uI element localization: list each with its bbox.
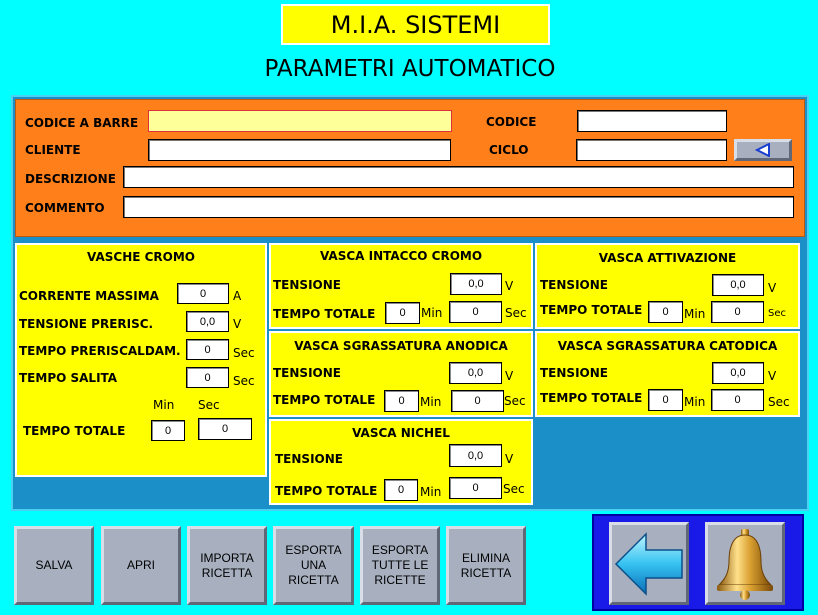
- activation-voltage-field[interactable]: 0,0: [712, 274, 764, 296]
- chrome-total-min-field[interactable]: 0: [151, 420, 185, 441]
- import-recipe-button[interactable]: IMPORTA RICETTA: [187, 526, 267, 605]
- etch-chrome-min-unit: Min: [421, 306, 443, 320]
- chrome-tanks-title: VASCHE CROMO: [86, 250, 196, 264]
- cathodic-total-label: TEMPO TOTALE: [540, 391, 643, 405]
- activation-title: VASCA ATTIVAZIONE: [598, 251, 737, 265]
- bell-icon: [717, 528, 773, 600]
- code-field[interactable]: [577, 110, 727, 132]
- nickel-voltage-label: TENSIONE: [275, 452, 343, 466]
- anodic-voltage-label: TENSIONE: [273, 366, 341, 380]
- etch-chrome-min-field[interactable]: 0: [385, 302, 420, 324]
- client-field[interactable]: [148, 139, 451, 161]
- max-current-field[interactable]: 0: [177, 283, 229, 304]
- rise-time-label: TEMPO SALITA: [19, 371, 118, 385]
- nickel-title: VASCA NICHEL: [352, 426, 450, 440]
- etch-chrome-voltage-label: TENSIONE: [273, 278, 341, 292]
- cathodic-min-field[interactable]: 0: [648, 389, 683, 411]
- total-sec-header: Sec: [198, 398, 220, 412]
- open-button[interactable]: APRI: [101, 526, 181, 605]
- cathodic-min-unit: Min: [684, 395, 706, 409]
- nickel-min-unit: Min: [420, 485, 442, 499]
- anodic-degrease-title: VASCA SGRASSATURA ANODICA: [294, 339, 508, 353]
- cathodic-sec-unit: Sec: [768, 395, 790, 409]
- nickel-sec-field[interactable]: 0: [449, 477, 502, 499]
- rise-time-unit: Sec: [233, 374, 255, 388]
- description-label: DESCRIZIONE: [25, 172, 116, 186]
- preheat-voltage-unit: V: [233, 317, 242, 331]
- nickel-total-label: TEMPO TOTALE: [275, 484, 378, 498]
- max-current-unit: A: [233, 289, 242, 303]
- cathodic-voltage-unit: V: [768, 369, 777, 383]
- cathodic-voltage-field[interactable]: 0,0: [712, 362, 764, 384]
- max-current-label: CORRENTE MASSIMA: [19, 289, 159, 303]
- etch-chrome-sec-unit: Sec: [505, 306, 527, 320]
- activation-voltage-unit: V: [768, 281, 777, 295]
- etch-chrome-sec-field[interactable]: 0: [449, 301, 502, 323]
- anodic-total-label: TEMPO TOTALE: [273, 393, 376, 407]
- alarm-button[interactable]: [705, 522, 785, 605]
- anodic-sec-field[interactable]: 0: [451, 390, 504, 412]
- page-title: PARAMETRI AUTOMATICO: [264, 56, 556, 82]
- activation-sec-field[interactable]: 0: [711, 301, 764, 323]
- nickel-sec-unit: Sec: [503, 482, 525, 496]
- chrome-total-time-label: TEMPO TOTALE: [23, 424, 126, 438]
- preheat-voltage-field[interactable]: 0,0: [186, 311, 229, 332]
- nickel-voltage-unit: V: [505, 452, 514, 466]
- activation-voltage-label: TENSIONE: [540, 278, 608, 292]
- preheat-time-field[interactable]: 0: [186, 339, 229, 360]
- activation-min-field[interactable]: 0: [648, 301, 683, 323]
- etch-chrome-title: VASCA INTACCO CROMO: [319, 249, 483, 263]
- save-button[interactable]: SALVA: [14, 526, 94, 605]
- back-button[interactable]: [609, 522, 689, 605]
- chrome-total-sec-field[interactable]: 0: [198, 418, 252, 440]
- anodic-min-unit: Min: [420, 395, 442, 409]
- chrome-tanks-box: [15, 243, 267, 477]
- anodic-sec-unit: Sec: [504, 394, 526, 408]
- etch-chrome-voltage-field[interactable]: 0,0: [450, 273, 502, 295]
- preheat-voltage-label: TENSIONE PRERISC.: [19, 317, 154, 331]
- cycle-field[interactable]: [576, 139, 727, 161]
- etch-chrome-total-label: TEMPO TOTALE: [273, 307, 376, 321]
- description-field[interactable]: [123, 166, 794, 188]
- export-one-recipe-button[interactable]: ESPORTA UNA RICETTA: [273, 526, 354, 605]
- cycle-label: CICLO: [489, 143, 529, 157]
- nickel-voltage-field[interactable]: 0,0: [449, 444, 502, 467]
- etch-chrome-voltage-unit: V: [505, 279, 514, 293]
- nickel-min-field[interactable]: 0: [384, 479, 418, 501]
- rise-time-field[interactable]: 0: [186, 367, 229, 388]
- back-arrow-icon: [614, 531, 683, 596]
- delete-recipe-button[interactable]: ELIMINA RICETTA: [446, 526, 526, 605]
- cathodic-degrease-title: VASCA SGRASSATURA CATODICA: [557, 339, 778, 353]
- play-left-icon: [754, 143, 770, 157]
- company-title: M.I.A. SISTEMI: [281, 4, 550, 45]
- cathodic-sec-field[interactable]: 0: [711, 389, 764, 411]
- activation-min-unit: Min: [684, 307, 706, 321]
- anodic-voltage-unit: V: [505, 369, 514, 383]
- activation-total-label: TEMPO TOTALE: [540, 303, 643, 317]
- anodic-min-field[interactable]: 0: [384, 390, 419, 412]
- preheat-time-label: TEMPO PRERISCALDAM.: [19, 344, 181, 358]
- anodic-voltage-field[interactable]: 0,0: [449, 362, 502, 384]
- comment-field[interactable]: [123, 196, 794, 218]
- preheat-time-unit: Sec: [233, 346, 255, 360]
- cathodic-voltage-label: TENSIONE: [540, 366, 608, 380]
- barcode-field[interactable]: [148, 110, 452, 132]
- client-label: CLIENTE: [25, 143, 81, 157]
- code-label: CODICE: [486, 115, 537, 129]
- activation-sec-unit: Sec: [768, 308, 786, 319]
- export-all-recipes-button[interactable]: ESPORTA TUTTE LE RICETTE: [360, 526, 440, 605]
- cycle-select-button[interactable]: [734, 139, 792, 161]
- barcode-label: CODICE A BARRE: [25, 116, 139, 130]
- total-min-header: Min: [153, 398, 175, 412]
- comment-label: COMMENTO: [25, 201, 105, 215]
